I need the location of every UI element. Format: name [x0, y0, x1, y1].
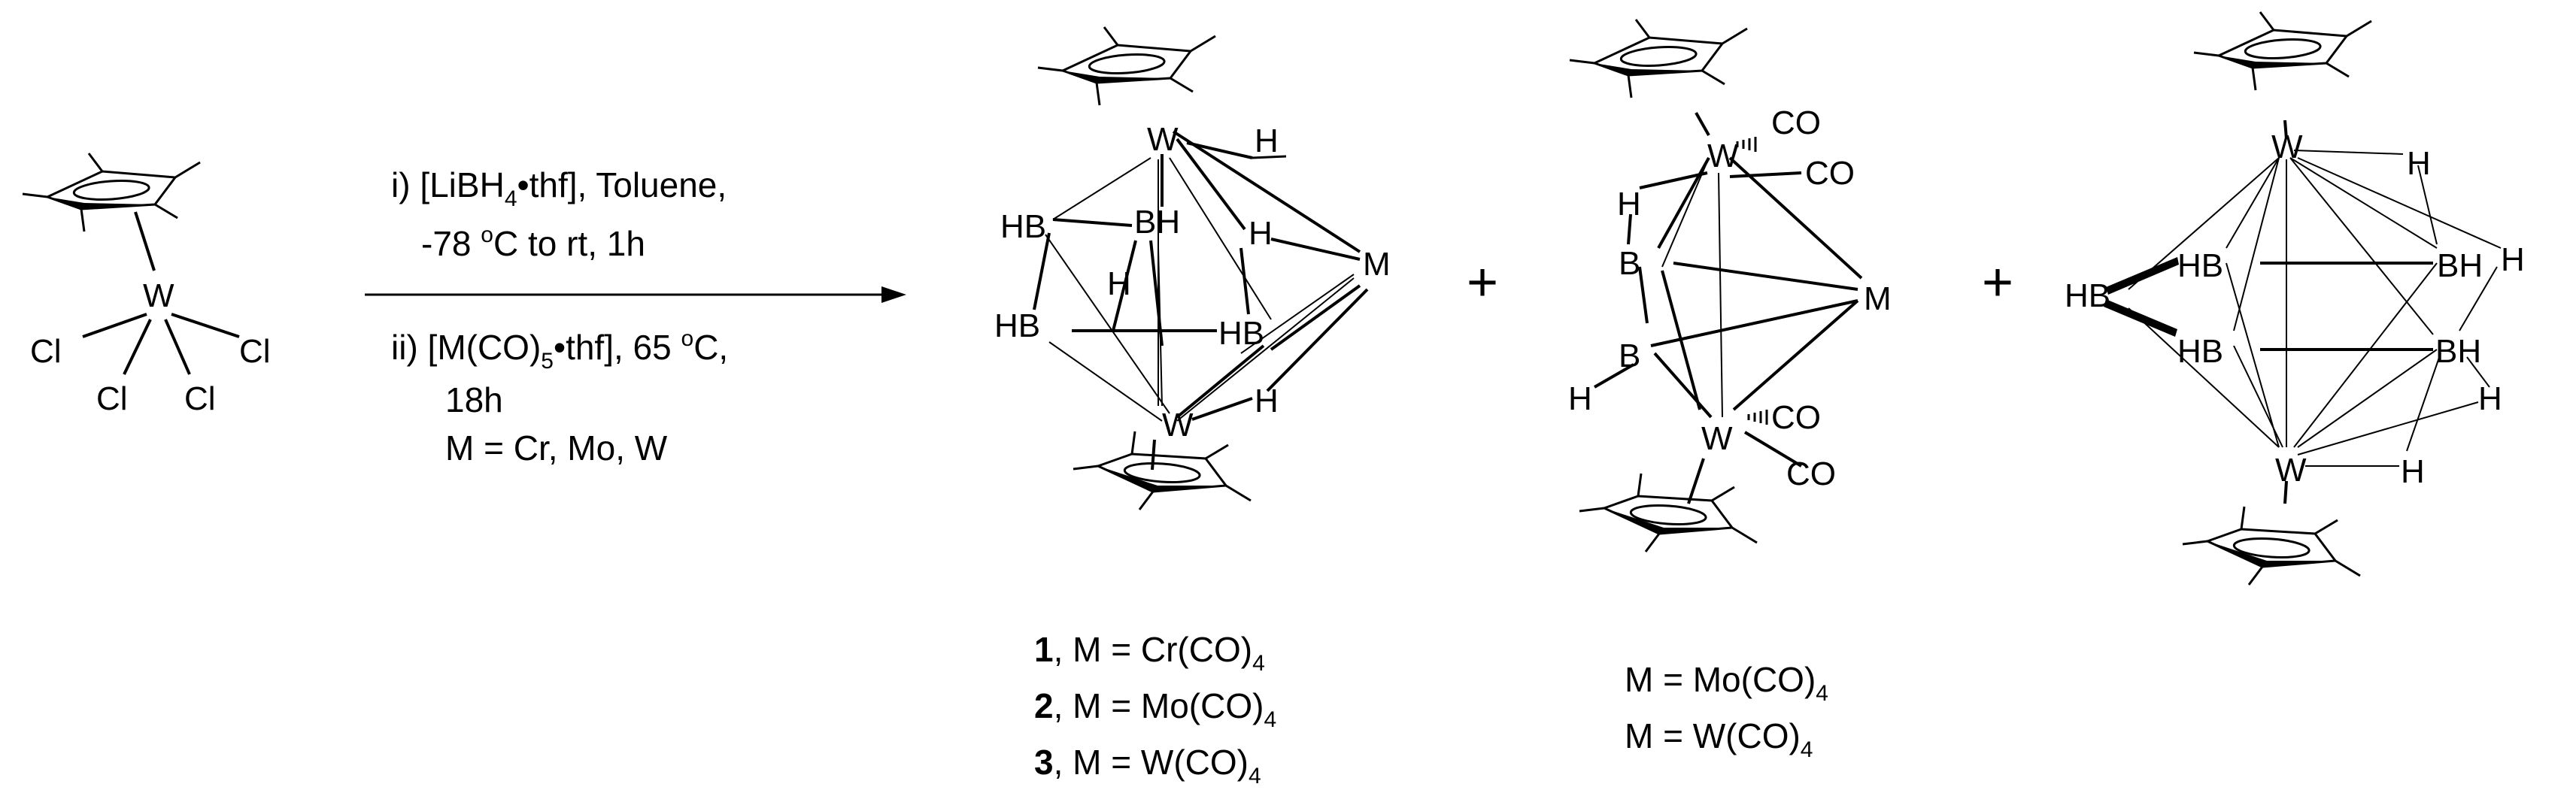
atom-co: CO — [1786, 456, 1836, 492]
caption-compound-1: 1, M = Cr(CO)4 — [1034, 630, 1265, 676]
atom-co: CO — [1805, 155, 1855, 192]
cpstar-ligand — [2192, 11, 2373, 92]
atom-cl: Cl — [239, 333, 271, 370]
atom-cl: Cl — [96, 380, 128, 417]
atom-m: M — [1363, 246, 1391, 283]
atom-h: H — [1107, 265, 1131, 302]
plus-sign: + — [1982, 253, 2013, 313]
atom-w-top: W — [1707, 138, 1739, 174]
atom-hb: HB — [2177, 333, 2223, 370]
atom-b: B — [1619, 337, 1640, 374]
hashed-bond — [1736, 135, 1757, 153]
reaction-arrow — [365, 286, 906, 303]
atom-w-top: W — [1147, 121, 1179, 158]
atom-h: H — [1255, 383, 1279, 419]
atom-hb: HB — [1218, 315, 1264, 352]
atom-co: CO — [1771, 399, 1821, 436]
atom-w-bottom: W — [1701, 420, 1733, 457]
cpstar-ligand — [1578, 472, 1758, 553]
atom-h: H — [2407, 145, 2431, 182]
product-2-cluster: W CO CO H B M B H W CO CO — [1568, 18, 1892, 553]
condition-step1: i) [LiBH4•thf], Toluene, — [391, 165, 727, 211]
plus-sign: + — [1467, 253, 1498, 313]
caption-compound-3: 3, M = W(CO)4 — [1034, 743, 1261, 788]
condition-step1-temp: -78 oC to rt, 1h — [421, 222, 645, 263]
atom-h: H — [1255, 123, 1279, 159]
reaction-conditions: i) [LiBH4•thf], Toluene, -78 oC to rt, 1… — [391, 165, 728, 468]
atom-cl: Cl — [30, 333, 62, 370]
atom-h: H — [1568, 380, 1592, 417]
atom-h: H — [2478, 380, 2502, 417]
atom-bh: BH — [2437, 247, 2483, 284]
condition-step2-time: 18h — [445, 380, 503, 419]
cpstar-ligand — [21, 152, 202, 233]
caption-mo: M = Mo(CO)4 — [1625, 660, 1828, 706]
condition-step2: ii) [M(CO)5•thf], 65 oC, — [391, 326, 728, 374]
atom-h: H — [2501, 241, 2525, 278]
atom-bh: BH — [2435, 333, 2481, 370]
product-2-captions: M = Mo(CO)4 M = W(CO)4 — [1625, 660, 1828, 762]
reactant-cp-w-cl4: W Cl Cl Cl Cl — [21, 152, 271, 417]
atom-h: H — [2401, 453, 2425, 490]
condition-metal-list: M = Cr, Mo, W — [445, 428, 668, 468]
wedge-bond — [2104, 299, 2177, 337]
atom-w-bottom: W — [1162, 407, 1194, 443]
wedge-bond — [2106, 257, 2179, 295]
atom-bh: BH — [1134, 204, 1180, 241]
atom-hb: HB — [994, 307, 1040, 344]
cpstar-ligand — [1568, 18, 1749, 99]
atom-h: H — [1617, 186, 1641, 222]
cpstar-ligand — [2181, 505, 2362, 586]
atom-m: M — [1864, 280, 1892, 317]
atom-cl: Cl — [184, 380, 216, 417]
atom-w: W — [143, 277, 174, 314]
atom-hb: HB — [1000, 208, 1046, 245]
atom-b: B — [1619, 245, 1640, 282]
caption-compound-2: 2, M = Mo(CO)4 — [1034, 686, 1276, 732]
cpstar-ligand — [1036, 26, 1217, 107]
atom-w-top: W — [2271, 129, 2303, 165]
atom-hb: HB — [2065, 277, 2110, 314]
product-1-cluster: W H HB BH H M H HB HB H W — [994, 26, 1391, 511]
atom-co: CO — [1771, 104, 1821, 141]
product-3-cluster: W H HB BH H HB HB BH H W H — [2065, 11, 2525, 586]
caption-w: M = W(CO)4 — [1625, 716, 1813, 762]
atom-hb: HB — [2177, 247, 2223, 284]
product-1-captions: 1, M = Cr(CO)4 2, M = Mo(CO)4 3, M = W(C… — [1034, 630, 1276, 788]
atom-h: H — [1249, 215, 1273, 252]
hashed-bond — [1747, 408, 1768, 426]
atom-w-bottom: W — [2275, 452, 2307, 489]
